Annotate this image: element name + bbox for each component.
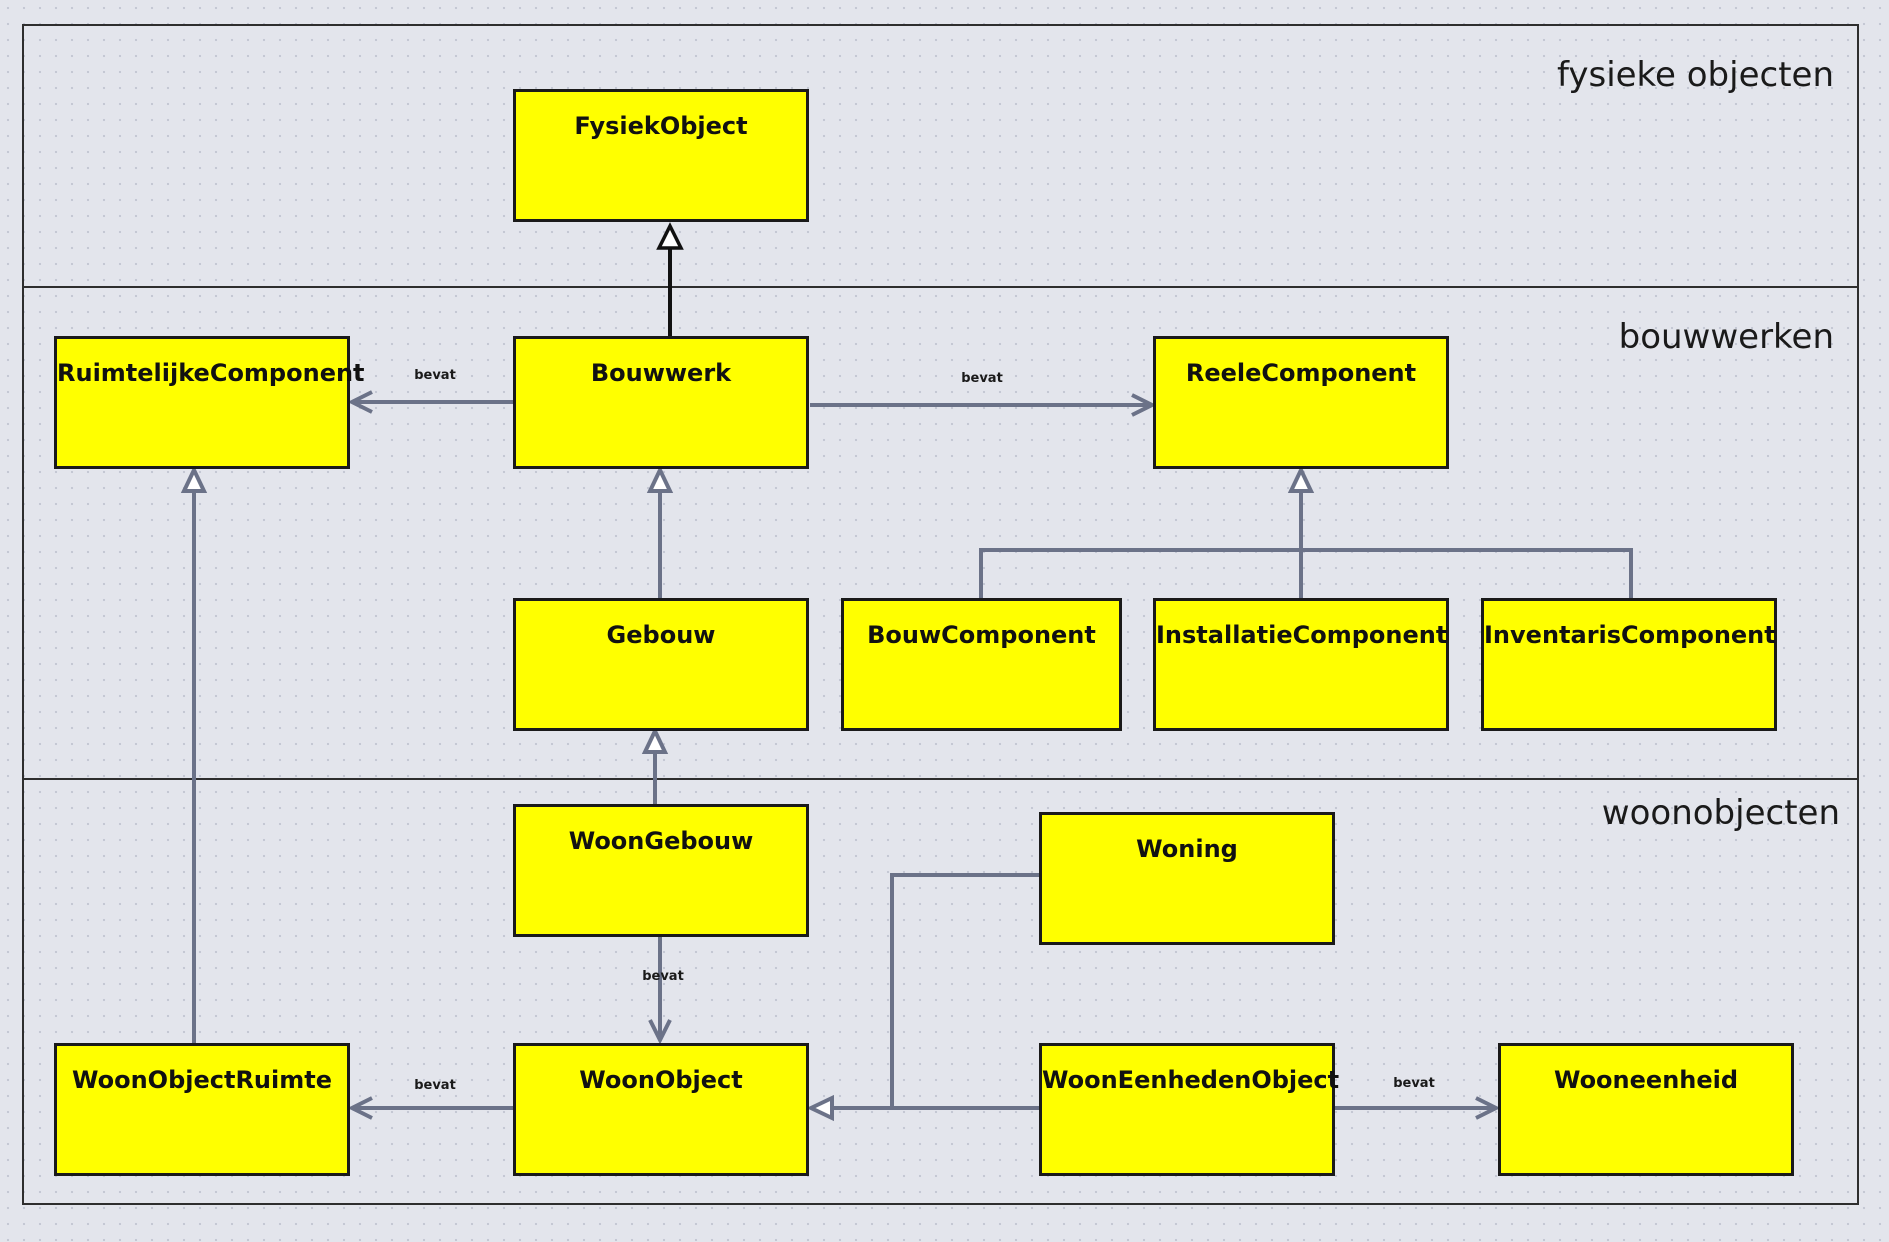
class-inventariscomponent[interactable]: InventarisComponent [1481, 598, 1777, 731]
class-woongebouw[interactable]: WoonGebouw [513, 804, 809, 937]
association-label-bevat: bevat [1393, 1076, 1435, 1091]
association-arrowhead [1475, 1096, 1501, 1120]
association-label-bevat: bevat [642, 969, 684, 984]
association-label-bevat: bevat [961, 371, 1003, 386]
section-divider-1 [22, 286, 1859, 288]
section-label-bouwwerken: bouwwerken [1618, 317, 1834, 357]
section-label-fysieke-objecten: fysieke objecten [1556, 55, 1834, 95]
association-arrowhead [347, 390, 373, 414]
association-label-bevat: bevat [414, 368, 456, 383]
diagram-frame [22, 24, 1859, 1205]
generalization-arrowhead [656, 222, 684, 250]
association-label-bevat: bevat [414, 1078, 456, 1093]
class-woning[interactable]: Woning [1039, 812, 1335, 945]
generalization-arrowhead [1287, 465, 1315, 493]
association-arrowhead [1131, 393, 1157, 417]
generalization-arrowhead [806, 1094, 834, 1122]
class-gebouw[interactable]: Gebouw [513, 598, 809, 731]
class-fysiekobject[interactable]: FysiekObject [513, 89, 809, 222]
section-label-woonobjecten: woonobjecten [1601, 793, 1840, 833]
class-reelecomponent[interactable]: ReeleComponent [1153, 336, 1449, 469]
generalization-bus-reele [979, 548, 1633, 598]
class-ruimtelijkecomponent[interactable]: RuimtelijkeComponent [54, 336, 365, 469]
generalization-arrowhead [646, 465, 674, 493]
class-woonobjectruimte[interactable]: WoonObjectRuimte [54, 1043, 350, 1176]
class-installatiecomponent[interactable]: InstallatieComponent [1153, 598, 1449, 731]
generalization-arrowhead [641, 726, 669, 754]
class-bouwwerk[interactable]: Bouwwerk [513, 336, 809, 469]
generalization-woning-woonobject [890, 873, 1039, 1108]
section-divider-2 [22, 778, 1859, 780]
generalization-arrowhead [180, 465, 208, 493]
class-woonobject[interactable]: WoonObject [513, 1043, 809, 1176]
association-arrowhead [347, 1096, 373, 1120]
class-bouwcomponent[interactable]: BouwComponent [841, 598, 1122, 731]
class-wooneenheid[interactable]: Wooneenheid [1498, 1043, 1794, 1176]
association-arrowhead [648, 1019, 672, 1045]
class-wooneenhedenobject[interactable]: WoonEenhedenObject [1039, 1043, 1339, 1176]
